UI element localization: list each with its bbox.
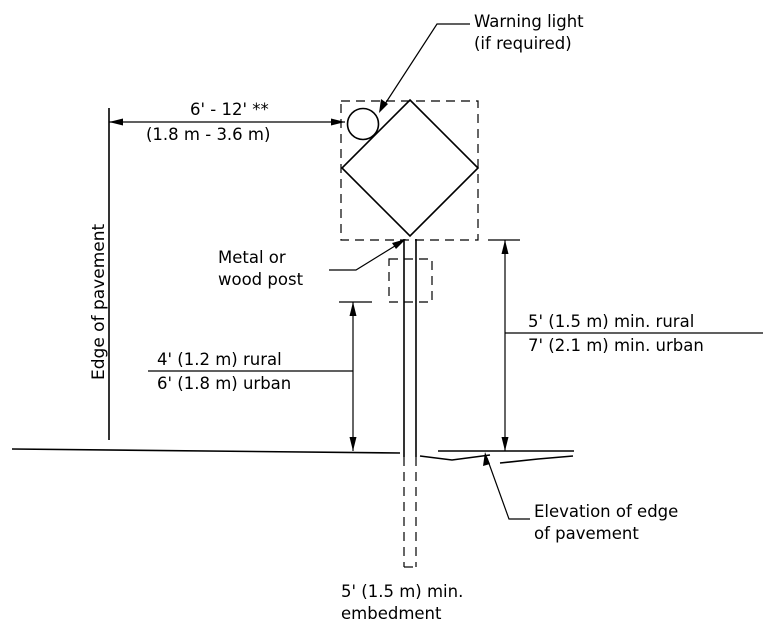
elevation-arrow [483, 452, 490, 466]
height-small-arrow-top [349, 302, 357, 316]
height-large-arrow-top [501, 240, 509, 254]
warning-light-callout: Warning light (if required) [379, 12, 584, 113]
height-large-label-line1: 5' (1.5 m) min. rural [528, 312, 694, 331]
post-callout: Metal or wood post [218, 239, 406, 289]
post-label-line1: Metal or [218, 248, 286, 267]
warning-light-icon [346, 107, 380, 141]
diamond-sign [340, 98, 480, 238]
offset-imperial-label: 6' - 12' ** [190, 100, 269, 119]
offset-arrow-left [109, 118, 123, 126]
warning-light-arrow [379, 99, 388, 113]
elevation-label-line1: Elevation of edge [534, 502, 678, 521]
embedment-label-line2: embedment [341, 604, 442, 623]
warning-light-leader [384, 23, 470, 105]
offset-arrow-right [331, 118, 345, 126]
ground-line [11, 448, 574, 464]
height-small-label-line1: 4' (1.2 m) rural [157, 350, 282, 369]
embedment-label-line1: 5' (1.5 m) min. [341, 582, 463, 601]
warning-light-label-line1: Warning light [474, 12, 584, 31]
height-small-label-line2: 6' (1.8 m) urban [157, 374, 291, 393]
height-small-arrow-bottom [349, 437, 357, 451]
height-large-label-line2: 7' (2.1 m) min. urban [528, 336, 704, 355]
edge-of-pavement-label: Edge of pavement [89, 224, 109, 380]
sign-bottom-height-dimension: 4' (1.2 m) rural 6' (1.8 m) urban [148, 301, 372, 451]
offset-metric-label: (1.8 m - 3.6 m) [146, 125, 270, 144]
lateral-offset-dimension: 6' - 12' ** (1.8 m - 3.6 m) [109, 100, 345, 144]
elevation-callout: Elevation of edge of pavement [483, 452, 678, 543]
sign-height-dimension: 5' (1.5 m) min. rural 7' (2.1 m) min. ur… [488, 239, 763, 451]
elevation-leader [486, 457, 530, 520]
sign-post [403, 239, 417, 568]
sign-envelope-outline [340, 100, 479, 241]
post-leader [329, 240, 404, 271]
post-arrow [392, 239, 406, 249]
post-label-line2: wood post [218, 270, 304, 289]
warning-light-label-line2: (if required) [474, 34, 572, 53]
alternate-post-outline [388, 258, 433, 303]
ground-profile [11, 448, 574, 464]
height-large-arrow-bottom [501, 437, 509, 451]
elevation-label-line2: of pavement [534, 524, 639, 543]
